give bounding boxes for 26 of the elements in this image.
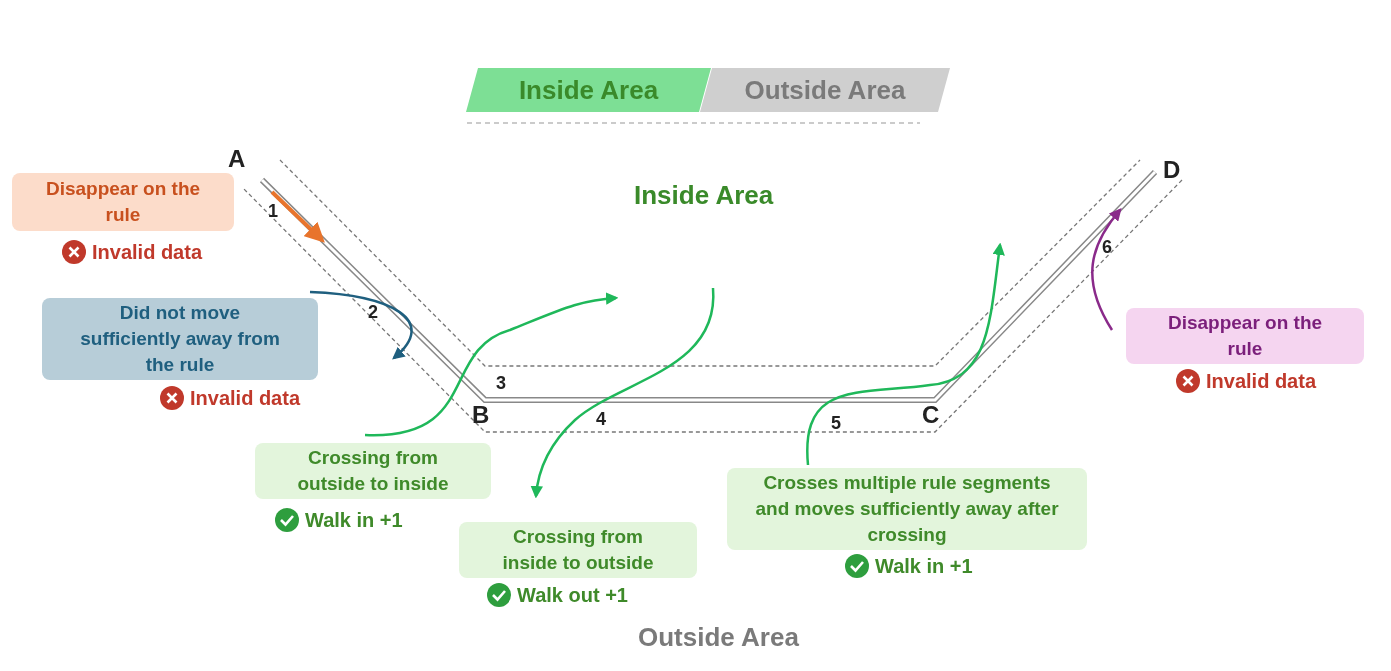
- status-text: Walk in +1: [875, 554, 973, 578]
- callout-box: Crossing from outside to inside: [255, 443, 491, 499]
- status-text: Invalid data: [92, 240, 203, 264]
- callout-box: Disappear on the rule: [1126, 308, 1364, 364]
- segment-number: 3: [496, 373, 506, 394]
- status-text: Walk in +1: [305, 508, 403, 532]
- callout-box: Crosses multiple rule segments and moves sufficiently away after crossing: [727, 468, 1087, 550]
- segment-number: 4: [596, 409, 606, 430]
- legend-text: Outside Area: [743, 73, 907, 107]
- status-text: Invalid data: [1206, 369, 1317, 393]
- segment-number: 1: [268, 201, 278, 222]
- callout-box: Did not move sufficiently away from the rule: [42, 298, 318, 380]
- segment-number: 2: [368, 302, 378, 323]
- point-label: A: [228, 145, 246, 173]
- point-label: C: [922, 401, 940, 429]
- area-label: Inside Area: [634, 180, 774, 211]
- status-text: Invalid data: [190, 386, 301, 410]
- legend-text: Inside Area: [517, 73, 660, 107]
- callout-box: Crossing from inside to outside: [459, 522, 697, 578]
- callout-box: Disappear on the rule: [12, 173, 234, 231]
- area-label: Outside Area: [638, 622, 799, 653]
- point-label: D: [1163, 156, 1181, 184]
- status-text: Walk out +1: [517, 583, 628, 607]
- segment-number: 6: [1102, 237, 1112, 258]
- segment-number: 5: [831, 413, 841, 434]
- point-label: B: [472, 401, 490, 429]
